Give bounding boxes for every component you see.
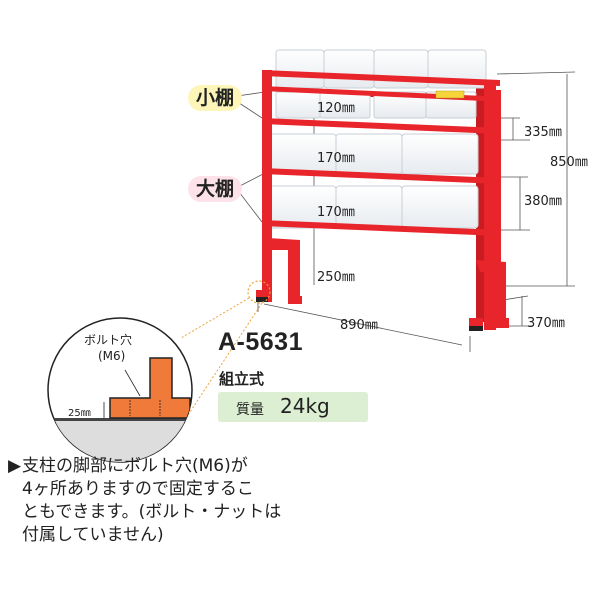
label-sticker <box>435 90 465 99</box>
note-text-1: 支柱の脚部にボルト穴(M6)が <box>22 456 248 476</box>
model-number: A-5631 <box>218 328 303 356</box>
foot-height-label: 25㎜ <box>68 408 91 419</box>
weight-value: 24kg <box>280 394 330 418</box>
weight-label: 質量 <box>236 402 264 418</box>
bolt-detail-circle <box>47 317 193 463</box>
dim-height: 850㎜ <box>550 155 588 170</box>
dim-gap-large-1: 170㎜ <box>317 151 355 166</box>
dim-width: 890㎜ <box>340 318 378 333</box>
front-frame <box>256 70 509 330</box>
dim-depth-large: 380㎜ <box>524 194 562 209</box>
note-line-4: 付属していません) <box>22 525 164 545</box>
weight-box: 質量 24kg <box>218 392 368 422</box>
note-line-1: ▶支柱の脚部にボルト穴(M6)が <box>8 455 328 478</box>
bolt-hole-size-label: (M6) <box>98 349 126 363</box>
dim-floor-clearance: 250㎜ <box>317 270 355 285</box>
dim-depth-base: 370㎜ <box>527 316 565 331</box>
note-line-3: ともできます。(ボルト・ナットは <box>22 502 282 522</box>
feet <box>256 297 483 331</box>
dim-depth-small: 335㎜ <box>524 125 562 140</box>
mounting-note: ▶支柱の脚部にボルト穴(M6)が 4ヶ所ありますので固定するこ ともできます。(… <box>8 455 328 547</box>
note-line-2: 4ヶ所ありますので固定するこ <box>22 479 254 499</box>
bolt-hole-label: ボルト穴 <box>84 333 133 347</box>
dim-gap-small: 120㎜ <box>317 101 355 116</box>
assembly-type: 組立式 <box>219 370 265 388</box>
leader-dashed-1 <box>180 297 250 339</box>
large-shelf-bins-1 <box>265 133 479 175</box>
large-shelf-label: 大棚 <box>188 176 243 202</box>
foot-highlight-circle <box>247 280 271 304</box>
note-marker: ▶ <box>8 456 22 476</box>
small-shelf-label: 小棚 <box>188 85 243 111</box>
dim-gap-large-2: 170㎜ <box>317 205 355 220</box>
large-shelf-bins-2 <box>265 185 479 229</box>
